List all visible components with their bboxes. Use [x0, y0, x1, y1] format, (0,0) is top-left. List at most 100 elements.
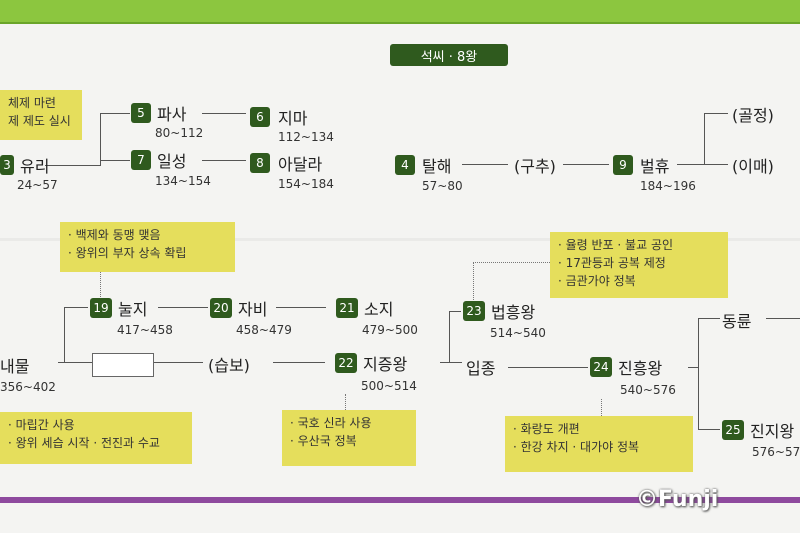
ancestor-imae: (이매)	[732, 157, 774, 176]
note-line: · 율령 반포 · 불교 공인	[558, 238, 674, 252]
note-line: · 17관등과 공복 제정	[558, 256, 666, 270]
king-name: 탈해	[422, 157, 452, 176]
king-number-badge: 6	[250, 107, 270, 127]
king-number-badge: 8	[250, 153, 270, 173]
bottom-purple-band	[0, 497, 800, 503]
connector	[45, 165, 100, 166]
unknown-name-box	[92, 353, 154, 377]
note-top-left: 체제 마련 제 제도 실시	[0, 90, 82, 140]
king-years: 184~196	[640, 179, 696, 193]
ancestor-gucheu: (구추)	[514, 157, 556, 176]
connector	[273, 362, 325, 363]
king-years: 134~154	[155, 174, 211, 188]
note-line: · 백제와 동맹 맺음	[68, 228, 161, 242]
king-name: 지마	[278, 109, 308, 128]
dynasty-label: 석씨 · 8왕	[390, 44, 508, 66]
connector	[64, 362, 92, 363]
connector	[202, 160, 246, 161]
king-number-badge: 9	[613, 155, 633, 175]
dotted-connector	[345, 394, 346, 410]
king-name: 아달라	[278, 155, 323, 174]
king-name: 일성	[157, 152, 187, 171]
top-green-line	[0, 22, 800, 24]
connector	[440, 362, 462, 363]
connector	[58, 362, 66, 363]
note-line: · 왕위의 부자 상속 확립	[68, 246, 187, 260]
king-name: 유리	[20, 157, 50, 176]
paper-fold	[0, 238, 800, 241]
connector	[100, 113, 130, 114]
connector	[704, 164, 728, 165]
dotted-connector	[473, 262, 550, 263]
king-years: 57~80	[422, 179, 463, 193]
connector	[698, 429, 720, 430]
connector	[698, 318, 720, 319]
king-years: 458~479	[236, 323, 292, 337]
king-name: 진지왕	[750, 422, 795, 441]
king-name: 자비	[238, 300, 268, 319]
note-line: · 국호 신라 사용	[290, 416, 372, 430]
connector	[158, 307, 208, 308]
note-bottom-left: · 마립간 사용 · 왕위 세습 시작 · 전진과 수교	[0, 412, 192, 464]
note-jijeung: · 국호 신라 사용 · 우산국 정복	[282, 410, 416, 466]
king-name: 파사	[157, 105, 187, 124]
king-name: 법흥왕	[491, 303, 536, 322]
dotted-connector	[601, 399, 602, 416]
king-years: 112~134	[278, 130, 334, 144]
connector	[704, 113, 728, 114]
connector	[64, 307, 65, 363]
connector	[508, 367, 588, 368]
ancestor-dongryun: 동륜	[722, 312, 752, 331]
connector	[276, 307, 326, 308]
king-number-badge: 4	[395, 155, 415, 175]
note-jinheung: · 화랑도 개편 · 한강 차지 · 대가야 정복	[505, 416, 693, 472]
dotted-connector	[100, 272, 101, 297]
king-years: 514~540	[490, 326, 546, 340]
connector	[704, 113, 705, 165]
king-years: 417~458	[117, 323, 173, 337]
dotted-connector	[473, 262, 474, 300]
king-name: 눌지	[118, 300, 148, 319]
ancestor-ipjong: 입종	[466, 359, 496, 378]
note-line: 체제 마련	[8, 96, 56, 110]
king-years: 80~112	[155, 126, 204, 140]
top-green-band	[0, 0, 800, 22]
king-years: 479~500	[362, 323, 418, 337]
note-line: · 마립간 사용	[8, 418, 75, 432]
king-years: 500~514	[361, 379, 417, 393]
connector	[698, 318, 699, 430]
king-years: 154~184	[278, 177, 334, 191]
king-name: 진흥왕	[618, 359, 663, 378]
connector	[153, 362, 203, 363]
king-number-badge: 21	[336, 298, 358, 318]
king-number-badge: 19	[90, 298, 112, 318]
king-years: 576~57	[752, 445, 800, 459]
king-years: 356~402	[0, 380, 56, 394]
king-number-badge: 20	[210, 298, 232, 318]
connector	[202, 113, 246, 114]
king-number-badge: 23	[463, 301, 485, 321]
note-line: · 금관가야 정복	[558, 274, 636, 288]
connector	[563, 164, 609, 165]
note-line: · 왕위 세습 시작 · 전진과 수교	[8, 436, 160, 450]
connector	[449, 311, 461, 312]
ancestor-seupbo: (습보)	[208, 356, 250, 375]
king-number-badge: 5	[131, 103, 151, 123]
watermark: ©Funji	[636, 487, 719, 512]
connector	[100, 113, 101, 166]
ancestor-goljeong: (골정)	[732, 106, 774, 125]
king-years: 24~57	[17, 178, 58, 192]
note-baekje-alliance: · 백제와 동맹 맺음 · 왕위의 부자 상속 확립	[60, 222, 235, 272]
king-years: 540~576	[620, 383, 676, 397]
connector	[688, 367, 698, 368]
note-line: 제 제도 실시	[8, 114, 71, 128]
king-number-badge: 25	[722, 420, 744, 440]
king-name: 내물	[0, 357, 30, 376]
note-line: · 화랑도 개편	[513, 422, 580, 436]
connector	[64, 307, 88, 308]
king-number-badge: 7	[131, 150, 151, 170]
connector	[462, 164, 508, 165]
connector	[449, 311, 450, 363]
connector	[100, 160, 130, 161]
note-line: · 우산국 정복	[290, 434, 357, 448]
